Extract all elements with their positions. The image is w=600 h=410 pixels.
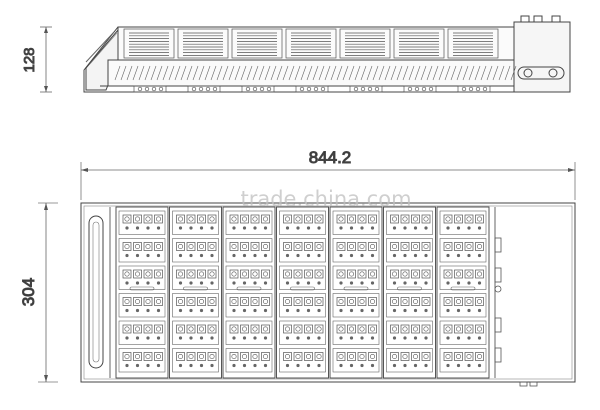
top-bottom-tabs [519,381,538,387]
led-module [332,210,380,235]
side-fin-box [117,26,515,61]
fin-vent-group [231,28,283,59]
led-module [225,320,273,345]
watermark-text: trade.china.com [240,187,411,211]
led-module [225,210,273,235]
top-height-label: 304 [19,278,38,306]
side-bottom-bumps [133,85,491,93]
led-module [118,265,166,291]
bottom-bump [187,85,221,93]
side-connector [517,66,565,80]
led-module [225,265,273,291]
led-module [172,210,219,235]
led-module [439,320,487,345]
led-column [383,206,436,379]
bottom-bump [349,85,383,93]
fin-vent-group [447,28,499,59]
fin-vent-group [177,28,229,59]
side-height-label: 128 [21,47,38,72]
top-outer-frame [80,202,576,383]
led-module [386,238,433,263]
led-module [386,265,433,291]
led-module [118,293,166,318]
top-view: 844.2 304 [19,148,576,387]
led-module [386,210,433,235]
led-column [436,206,490,379]
led-column [169,206,222,379]
led-module [386,293,433,318]
led-module [118,210,166,235]
led-module [172,320,219,345]
led-module [172,265,219,291]
bottom-bump [457,85,491,93]
led-module [332,238,380,263]
led-module [279,210,326,235]
side-view: 128 [21,15,571,93]
led-module [225,238,273,263]
top-width-dimension: 844.2 [80,148,576,200]
led-column [329,206,383,379]
side-top-knobs [520,15,561,23]
led-module [172,293,219,318]
led-module [172,238,219,263]
led-module [439,238,487,263]
led-module [439,293,487,318]
led-module [332,293,380,318]
led-column [115,206,169,379]
led-module [225,293,273,318]
led-module [279,348,326,373]
side-back-box [513,21,571,93]
led-module [332,320,380,345]
led-module [118,238,166,263]
bottom-bump [241,85,275,93]
led-module [279,293,326,318]
fin-vent-group [285,28,337,59]
bottom-bump [133,85,167,93]
bottom-bump [295,85,329,93]
led-module [386,348,433,373]
led-module [279,320,326,345]
led-module [118,320,166,345]
bottom-bump [403,85,437,93]
side-fin-vents [123,28,499,59]
led-module [439,348,487,373]
led-module-grid [115,206,490,379]
led-module [386,320,433,345]
side-hatch [114,65,517,81]
top-height-dimension: 304 [19,202,58,383]
led-module [279,265,326,291]
led-module [332,265,380,291]
led-module [439,210,487,235]
led-module [172,348,219,373]
led-module [118,348,166,373]
side-height-dimension: 128 [21,26,52,93]
led-module [332,348,380,373]
led-module [439,265,487,291]
fin-vent-group [123,28,175,59]
fin-vent-group [339,28,391,59]
led-column [222,206,276,379]
top-right-notches [494,237,502,363]
led-column [276,206,329,379]
top-width-label: 844.2 [309,148,352,167]
fin-vent-group [393,28,445,59]
led-module [279,238,326,263]
top-handle-slot [88,215,104,369]
led-module [225,348,273,373]
